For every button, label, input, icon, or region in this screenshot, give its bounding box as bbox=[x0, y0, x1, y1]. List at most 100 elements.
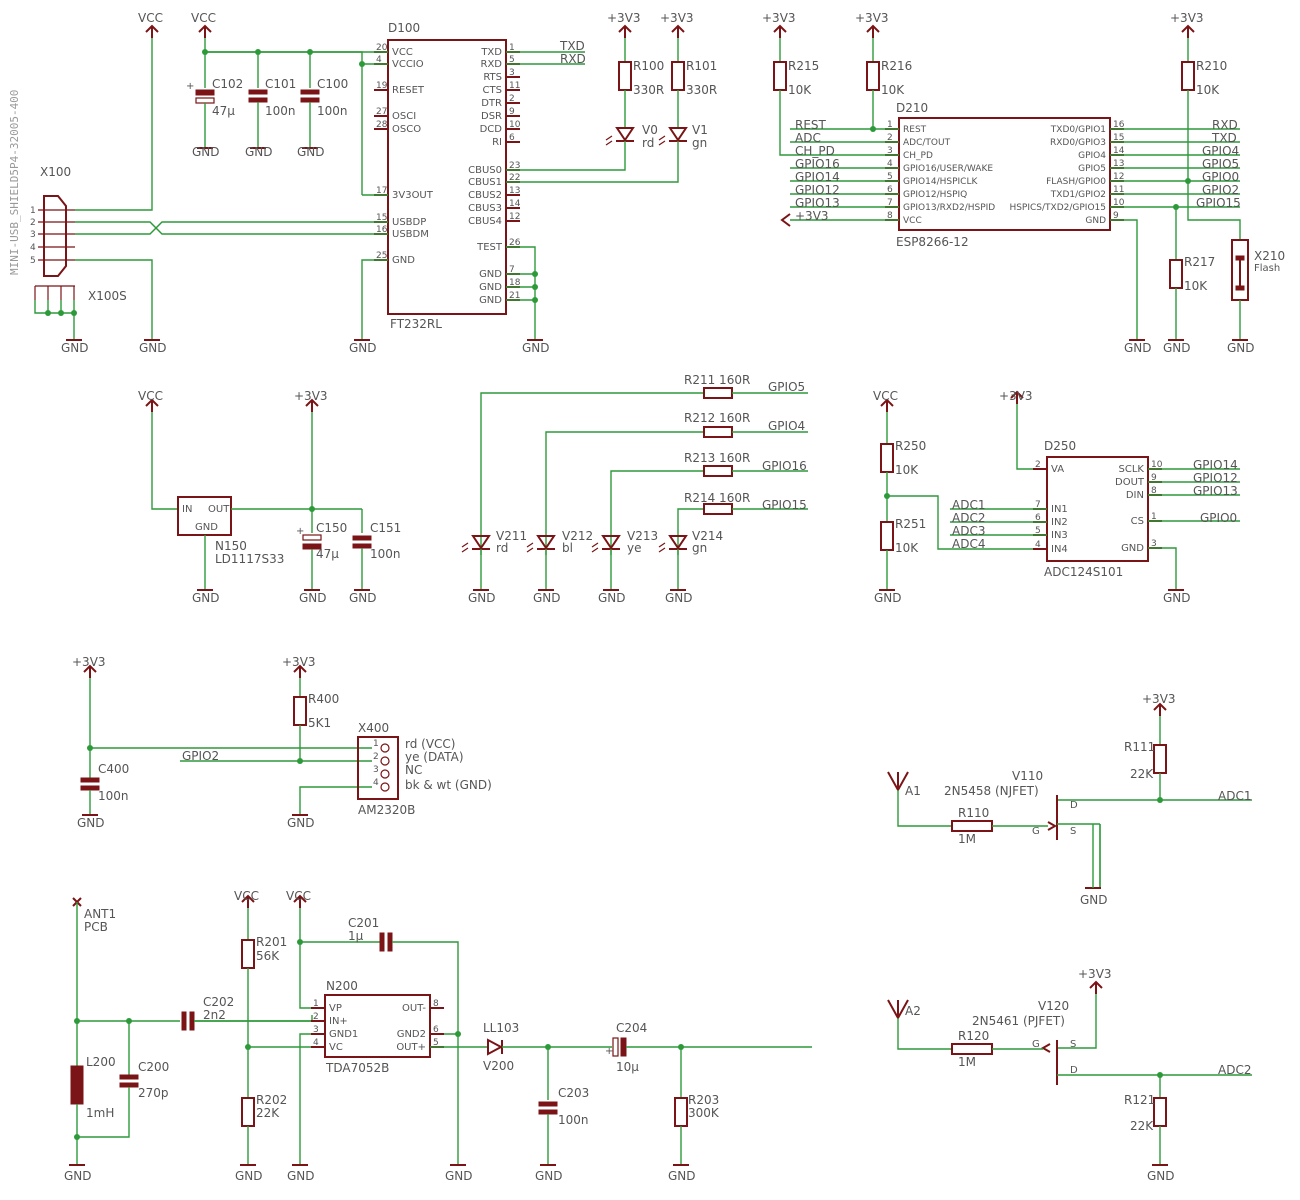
gnd-label: GND bbox=[1124, 341, 1152, 355]
svg-text:5: 5 bbox=[30, 256, 36, 266]
pin-name: GPIO4 bbox=[1078, 151, 1106, 161]
resistor-r110 bbox=[951, 820, 993, 832]
label: GND bbox=[195, 522, 218, 533]
label: MINI-USB_SHIELD5P4-32005-400 bbox=[8, 90, 21, 275]
label: 22K bbox=[1130, 767, 1154, 781]
tda7052b-chip bbox=[324, 994, 431, 1058]
pin-number: 12 bbox=[509, 212, 520, 222]
gnd-label: GND bbox=[77, 816, 105, 830]
gnd-label: GND bbox=[287, 1169, 315, 1183]
label: +3V3 bbox=[795, 209, 829, 223]
label: 22K bbox=[1130, 1119, 1154, 1133]
pin-number: 1 bbox=[509, 43, 515, 53]
pin-name: IN+ bbox=[329, 1016, 348, 1027]
label: C202 bbox=[203, 995, 234, 1009]
jfet-v120: SDG bbox=[1032, 1039, 1078, 1085]
pin-number: 7 bbox=[887, 198, 893, 208]
pin-name: SCLK bbox=[1119, 464, 1145, 475]
label: 1M bbox=[958, 832, 976, 846]
label: GPIO5 bbox=[768, 380, 805, 394]
label: +3V3 bbox=[282, 655, 316, 669]
pin-name: TEST bbox=[476, 242, 503, 253]
gnd-label: GND bbox=[1227, 341, 1255, 355]
label: 100n bbox=[317, 104, 348, 118]
pin-name: USBDM bbox=[392, 229, 429, 240]
pin-name: CBUS4 bbox=[468, 216, 502, 227]
label: +3V3 bbox=[855, 11, 889, 25]
pin-number: 16 bbox=[1113, 120, 1125, 130]
gnd-label: GND bbox=[192, 591, 220, 605]
label: ADC4 bbox=[952, 537, 985, 551]
pin-name: RXD bbox=[481, 59, 503, 70]
label: TXD bbox=[559, 39, 585, 53]
label: RXD bbox=[1212, 118, 1238, 132]
label: C150 bbox=[316, 521, 347, 535]
resistor-r216 bbox=[866, 61, 880, 91]
pin-number: 2 bbox=[1035, 460, 1041, 470]
label: GPIO5 bbox=[1202, 157, 1239, 171]
resistor-r250 bbox=[880, 443, 894, 473]
pin-name: CTS bbox=[483, 85, 502, 96]
label: R203 bbox=[688, 1093, 719, 1107]
gnd-label: GND bbox=[349, 341, 377, 355]
label: 10K bbox=[1184, 279, 1208, 293]
label: +3V3 bbox=[607, 11, 641, 25]
pin-name: VC bbox=[329, 1042, 343, 1053]
svg-text:2: 2 bbox=[373, 752, 379, 762]
label: TXD bbox=[1211, 131, 1237, 145]
label: 56K bbox=[256, 949, 280, 963]
led-4 bbox=[658, 535, 688, 553]
label: 2n2 bbox=[203, 1008, 226, 1022]
gnd-label: GND bbox=[1163, 341, 1191, 355]
label: ADC124S101 bbox=[1044, 565, 1123, 579]
led-3 bbox=[591, 535, 621, 553]
pin-number: 5 bbox=[509, 55, 515, 65]
label: V200 bbox=[483, 1059, 514, 1073]
esp8266-section: +3V3 +3V3 +3V3 R215 10K R216 10K R210 10… bbox=[762, 11, 1285, 355]
pin-name: CBUS0 bbox=[468, 165, 502, 176]
label: V0 bbox=[642, 123, 658, 137]
pin-name: IN1 bbox=[1051, 504, 1068, 515]
label: V110 bbox=[1012, 769, 1043, 783]
pin-number: 4 bbox=[313, 1038, 319, 1048]
pin-name: VCC bbox=[903, 216, 922, 226]
label: X210 bbox=[1254, 249, 1285, 263]
pin-number: 9 bbox=[1113, 211, 1119, 221]
label: R202 bbox=[256, 1093, 287, 1107]
label: +3V3 bbox=[1142, 692, 1176, 706]
resistor-r217 bbox=[1169, 259, 1183, 289]
pin-name: CBUS3 bbox=[468, 203, 502, 214]
label: V214 bbox=[692, 529, 723, 543]
label: gn bbox=[692, 541, 707, 555]
label: GPIO2 bbox=[1202, 183, 1239, 197]
pin-number: 4 bbox=[376, 55, 382, 65]
label: +3V3 bbox=[660, 11, 694, 25]
pin-number: 3 bbox=[509, 68, 515, 78]
resistor-led-1 bbox=[703, 387, 733, 399]
pin-number: 1 bbox=[313, 999, 319, 1009]
pin-name: RTS bbox=[483, 72, 502, 83]
gnd-label: GND bbox=[245, 145, 273, 159]
pin-name: RI bbox=[492, 137, 502, 148]
pin-number: 20 bbox=[376, 43, 388, 53]
resistor-r215 bbox=[773, 61, 787, 91]
label: GPIO12 bbox=[795, 183, 840, 197]
label: GPIO16 bbox=[762, 459, 807, 473]
svg-text:D: D bbox=[1070, 1065, 1078, 1076]
pin-name: IN2 bbox=[1051, 517, 1068, 528]
resistor-r202 bbox=[241, 1097, 255, 1127]
label: ADC2 bbox=[1218, 1063, 1251, 1077]
pin-number: 13 bbox=[509, 186, 520, 196]
pin-number: 6 bbox=[433, 1025, 439, 1035]
label: V212 bbox=[562, 529, 593, 543]
pin-number: 8 bbox=[887, 211, 893, 221]
label: 1M bbox=[958, 1055, 976, 1069]
pin-number: 25 bbox=[376, 251, 387, 261]
pin-name: OUT- bbox=[402, 1003, 426, 1014]
label: R201 bbox=[256, 935, 287, 949]
label: V211 bbox=[496, 529, 527, 543]
gnd-label: GND bbox=[1163, 591, 1191, 605]
svg-text:S: S bbox=[1070, 1039, 1076, 1050]
